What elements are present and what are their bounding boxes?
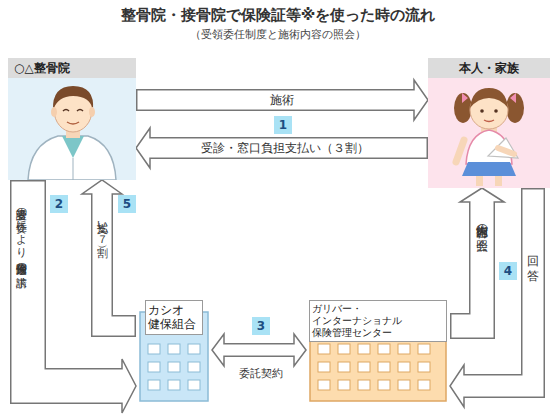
edge-label: 受診・窓口負担支払い（３割） (170, 140, 400, 156)
patient-name: 本人・家族 (428, 58, 550, 78)
callout-number: 1 (274, 116, 292, 134)
organization-name: ガリバー・インターナショナル 保険管理センター (309, 300, 447, 342)
arrow-shaft-fill (138, 91, 417, 110)
callout-number: 5 (118, 195, 136, 213)
flow-arrow (82, 180, 136, 326)
flow-arrow (136, 80, 428, 120)
party-box: ○△整骨院 (8, 58, 136, 180)
organization-name: カシオ 健保組合 (145, 300, 203, 335)
flow-arrow (212, 334, 306, 366)
arrow-head (450, 365, 464, 407)
callout-number: 2 (50, 195, 68, 213)
arrow-head (136, 128, 150, 168)
callout-number: 4 (499, 262, 517, 280)
arrow-head (414, 80, 428, 120)
arrow-head (122, 359, 136, 413)
organization-building: カシオ 健保組合 (136, 296, 212, 402)
party-box: 本人・家族 (428, 58, 550, 188)
arrow-head (460, 188, 504, 202)
diagram-subtitle: （受領委任制度と施術内容の照会） (0, 28, 556, 42)
arrow-shaft-fill (222, 345, 296, 356)
edge-label: 施術内容の照会 (475, 216, 488, 312)
diagram-title: 整骨院・接骨院で保険証等※を使った時の流れ (0, 5, 556, 25)
flow-arrow (450, 188, 533, 407)
arrow-shaft-fill (148, 139, 427, 158)
clinic-name: ○△整骨院 (8, 58, 136, 78)
arrow-shaft-fill (462, 190, 533, 387)
arrow-head (82, 180, 122, 194)
edge-label: 回答 (526, 246, 539, 316)
edge-label: 委託契約 (216, 366, 306, 382)
flow-arrow (450, 188, 504, 326)
patient-illustration (428, 78, 550, 188)
edge-label: 施術 (232, 92, 332, 108)
doctor-illustration (8, 78, 136, 180)
organization-building: ガリバー・インターナショナル 保険管理センター (306, 296, 450, 402)
flow-arrow (136, 128, 428, 168)
callout-number: 3 (252, 317, 270, 335)
edge-label: 支払い（７割） (96, 214, 109, 304)
flow-arrow (28, 180, 136, 413)
edge-label: 受診者の委任により 保険適用分の請求 (15, 200, 28, 304)
